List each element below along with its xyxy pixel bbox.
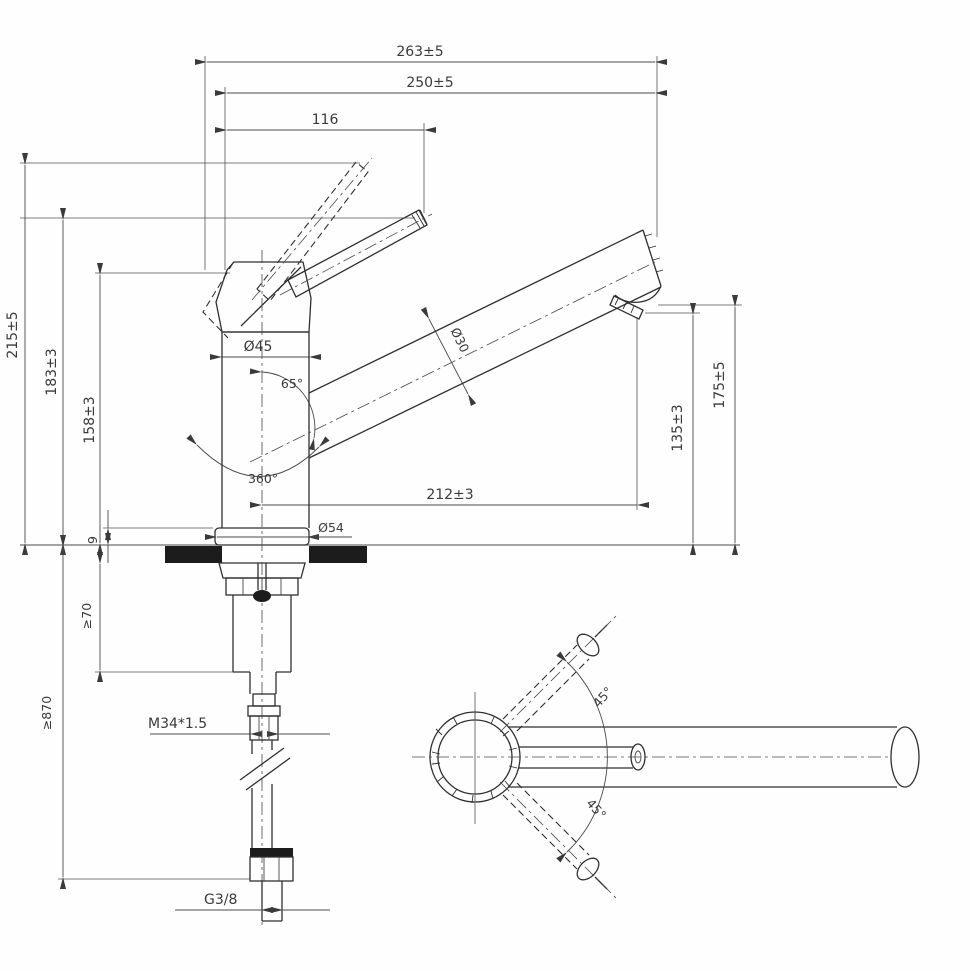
handle-lever	[287, 209, 428, 298]
spout-top-view	[508, 726, 897, 788]
handle-swing-arc	[556, 651, 608, 863]
dim-height-pivot: 158±3	[82, 396, 98, 443]
dim-baseplate-diameter: Ø54	[318, 520, 344, 535]
dim-handle-lift-angle: 65°	[281, 376, 303, 391]
hose-fitting-upper	[252, 693, 276, 707]
supply-hose	[251, 740, 273, 848]
countertop-section-left	[165, 546, 222, 563]
hose-break-symbol	[239, 747, 291, 791]
dim-hose-length: ≥870	[39, 696, 54, 730]
dim-overall-width: 263±5	[396, 44, 443, 60]
hose-fitting-collar	[247, 705, 281, 717]
connector-thread-tube	[261, 881, 283, 922]
dim-height-aerator: 135±3	[670, 404, 686, 451]
connector-cap	[250, 848, 293, 857]
hose-fitting-hex	[249, 715, 279, 741]
spout-lower-edge	[308, 286, 662, 459]
dimension-lines	[21, 59, 738, 913]
dim-height-spout-end: 175±5	[712, 361, 728, 408]
dim-swivel-angle: 360°	[248, 471, 278, 486]
spout-centerline	[249, 261, 656, 463]
threaded-shank	[232, 595, 292, 673]
fixing-stud	[253, 590, 271, 602]
aerator-outlet	[609, 295, 644, 320]
spout-upper-edge	[308, 229, 644, 394]
wand-tip-ellipse	[630, 743, 646, 771]
countertop-section-right	[309, 546, 367, 563]
dim-height-handle-tip: 183±3	[44, 348, 60, 395]
dim-inlet-thread: G3/8	[204, 892, 237, 908]
handle-raised-dashed	[256, 161, 369, 302]
dim-width-to-spout-end: 250±5	[406, 75, 453, 91]
dim-spout-tube-diameter: Ø30	[448, 325, 473, 355]
dim-spout-reach: 212±3	[426, 487, 473, 503]
dim-clamp-range: ≥70	[79, 603, 94, 629]
extension-lines	[20, 56, 742, 880]
dimension-labels: 263±5 250±5 116 215±5 183±3 158±3 135±3 …	[5, 44, 728, 908]
connector-hex-nut	[249, 856, 294, 882]
dim-handle-swing-up: 45°	[590, 684, 616, 711]
dim-shank-thread: M34*1.5	[148, 716, 207, 732]
dim-height-overall: 215±5	[5, 311, 21, 358]
dim-body-diameter: Ø45	[244, 339, 273, 355]
faucet-front-view	[20, 157, 740, 925]
wand-tube-top-view	[519, 746, 633, 769]
dim-baseplate-height: 9	[85, 536, 100, 544]
faucet-body	[221, 331, 310, 528]
body-ring-hatch	[431, 712, 518, 804]
spout-end-cap	[642, 229, 662, 287]
spout-end-ellipse	[890, 726, 920, 788]
faucet-top-view	[412, 613, 920, 901]
dim-handle-length: 116	[312, 112, 339, 128]
mounting-flange	[218, 562, 306, 579]
dim-handle-swing-down: 45°	[583, 796, 609, 823]
handle-alt-position-dashed	[202, 262, 234, 339]
